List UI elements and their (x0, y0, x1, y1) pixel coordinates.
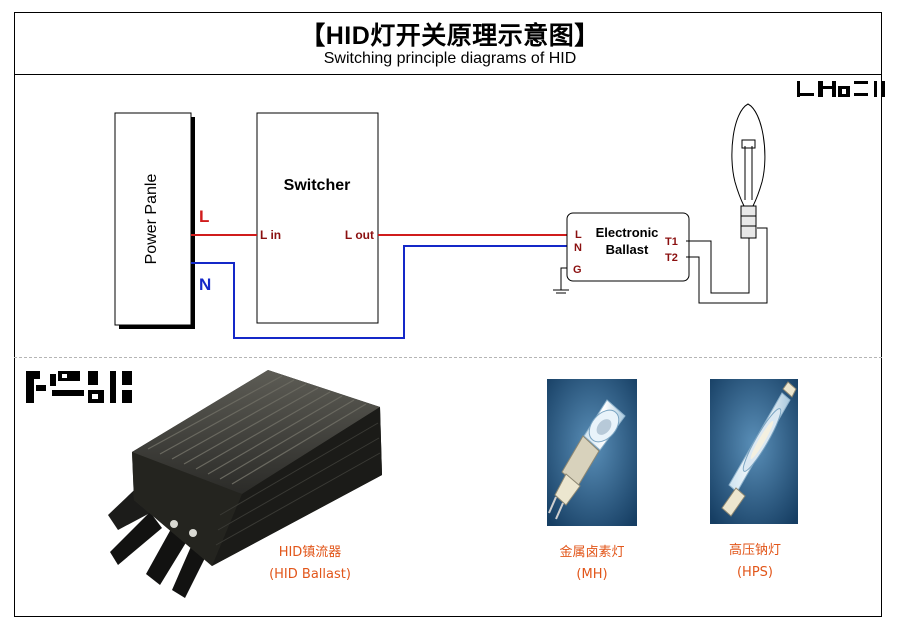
pin-t1-label: T1 (665, 236, 678, 248)
mh-lamp-name-en: (MH) (576, 567, 608, 582)
ground-icon (553, 267, 569, 294)
power-panel-label: Power Panle (143, 174, 160, 265)
section-label-glitch (26, 371, 132, 403)
electronic-ballast: Electronic Ballast L N G T1 T2 (566, 212, 690, 282)
mh-lamp-photo (547, 379, 637, 526)
page-subtitle: Switching principle diagrams of HID (323, 50, 577, 67)
lamp-wires (686, 227, 768, 304)
hid-ballast-caption: HID镇流器 (HID Ballast) (240, 542, 380, 586)
hid-ballast-name-en: (HID Ballast) (269, 567, 351, 582)
mh-lamp-caption: 金属卤素灯 (MH) (532, 542, 652, 586)
wire-n-label: N (199, 275, 211, 294)
ballast-label-line2: Ballast (606, 242, 649, 257)
switcher-box: Switcher L in L out (256, 112, 379, 324)
pin-l-label: L (575, 229, 582, 241)
hps-lamp-name-cn: 高压钠灯 (728, 543, 781, 558)
mh-lamp-name-cn: 金属卤素灯 (559, 545, 625, 560)
logo-glitch (797, 81, 885, 97)
switcher-label: Switcher (284, 177, 351, 194)
hid-ballast-photo (108, 370, 382, 598)
hid-ballast-name-cn: HID镇流器 (278, 545, 342, 560)
wire-l-label: L (199, 207, 209, 226)
section-divider (14, 357, 882, 358)
neutral-wire (191, 245, 567, 339)
switcher-lout-label: L out (345, 228, 374, 242)
hps-lamp-name-en: (HPS) (736, 565, 773, 580)
title-divider (14, 74, 882, 75)
pin-t2-label: T2 (665, 252, 678, 264)
hid-lamp-icon (731, 103, 766, 239)
ballast-label-line1: Electronic (596, 225, 659, 240)
switcher-lin-label: L in (260, 228, 281, 242)
diagram-frame (14, 12, 882, 617)
hps-lamp-photo (710, 379, 798, 524)
pin-n-label: N (574, 242, 582, 254)
hps-lamp-caption: 高压钠灯 (HPS) (695, 540, 815, 584)
power-panel: Power Panle (114, 112, 195, 329)
page-title: 【HID灯开关原理示意图】 (300, 22, 600, 50)
pin-g-label: G (573, 264, 582, 276)
